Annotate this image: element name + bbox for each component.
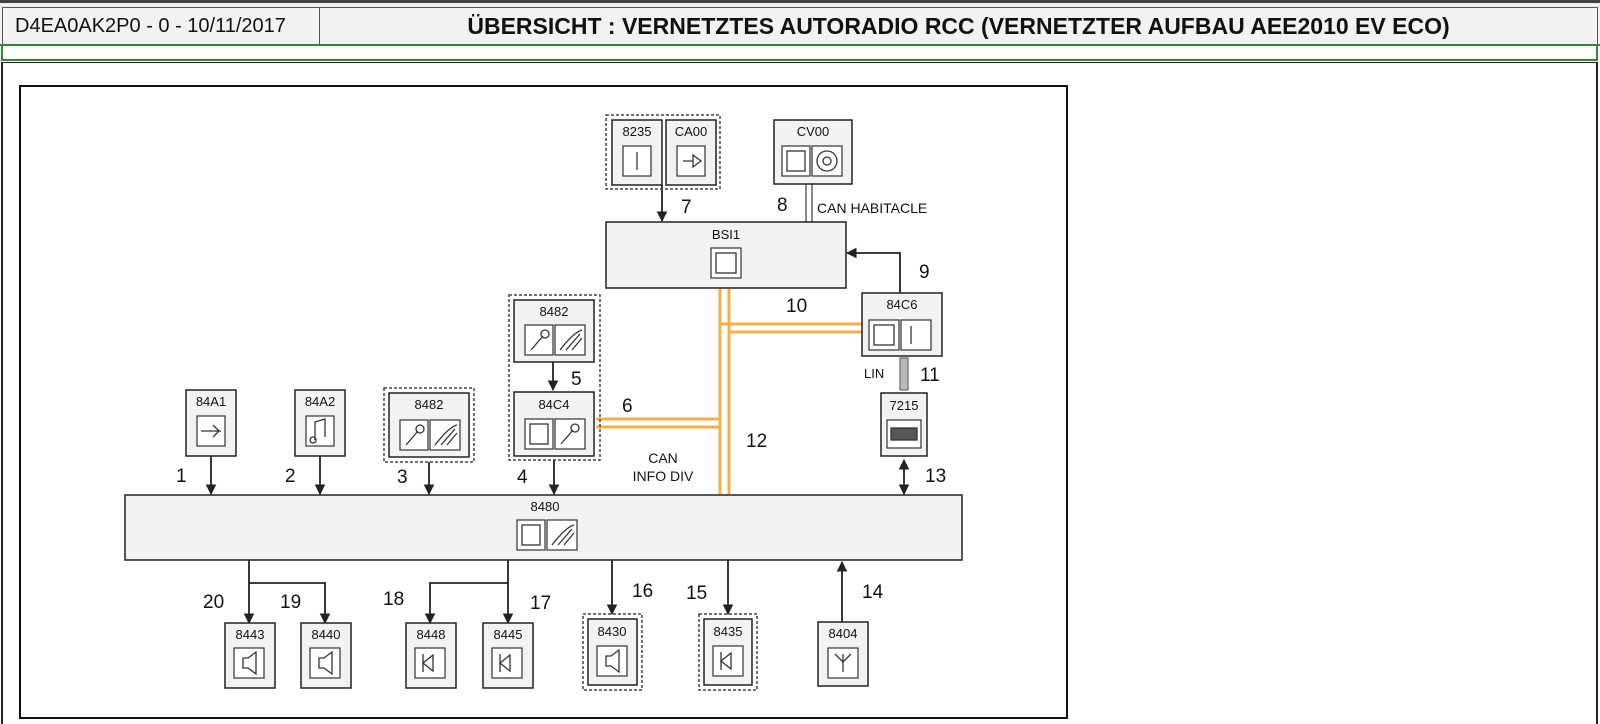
link-number-19: 19 — [280, 592, 301, 613]
link-number-9: 9 — [919, 262, 930, 283]
lin-line — [899, 357, 909, 391]
link-number-11: 11 — [920, 365, 940, 386]
label-84c4: 84C4 — [538, 397, 569, 412]
label-8448: 8448 — [417, 627, 446, 642]
link-19-line — [249, 582, 331, 625]
label-8443: 8443 — [236, 627, 265, 642]
link-number-1: 1 — [176, 466, 187, 487]
link-9-line — [845, 247, 901, 293]
label-8482-b: 8482 — [415, 397, 444, 412]
document-id: D4EA0AK2P0 - 0 - 10/11/2017 — [2, 7, 320, 45]
content-frame — [1, 62, 1598, 724]
can-habitacle-label: CAN HABITACLE — [817, 200, 927, 216]
label-8430: 8430 — [598, 624, 627, 639]
can-bus-lines — [596, 289, 870, 494]
label-8235: 8235 — [623, 124, 652, 139]
label-8435: 8435 — [714, 624, 743, 639]
link-number-13: 13 — [925, 466, 946, 487]
group-5-outline — [508, 294, 601, 461]
link-number-12: 12 — [746, 431, 767, 452]
link-number-20: 20 — [203, 592, 224, 613]
link-number-15: 15 — [686, 583, 707, 604]
switch-icon — [900, 319, 932, 351]
can-info-div-label-1: CAN — [648, 450, 678, 466]
can-habitacle-line — [805, 184, 813, 222]
label-8404: 8404 — [829, 626, 858, 641]
label-84c6: 84C6 — [886, 297, 917, 312]
link-number-5: 5 — [571, 369, 582, 390]
header-divider — [0, 44, 1600, 46]
link-number-3: 3 — [397, 467, 408, 488]
lin-label: LIN — [864, 366, 884, 381]
can-info-div-label-2: INFO DIV — [633, 468, 694, 484]
group-7-outline — [605, 114, 721, 190]
group-16-outline — [582, 613, 643, 691]
link-number-6: 6 — [622, 396, 633, 417]
label-8480: 8480 — [531, 499, 560, 514]
link-number-10: 10 — [786, 296, 807, 317]
link-number-16: 16 — [632, 581, 653, 602]
link-18-line — [424, 582, 508, 625]
link-number-2: 2 — [285, 466, 296, 487]
document-title: ÜBERSICHT : VERNETZTES AUTORADIO RCC (VE… — [320, 7, 1598, 45]
link-number-17: 17 — [530, 593, 551, 614]
label-84a2: 84A2 — [305, 394, 335, 409]
speaker-icon — [309, 647, 341, 679]
label-8445: 8445 — [494, 627, 523, 642]
link-number-18: 18 — [383, 589, 404, 610]
tweeter-icon — [712, 645, 744, 677]
link-number-8: 8 — [777, 195, 788, 216]
speaker-icon — [233, 647, 265, 679]
link-number-14: 14 — [862, 582, 884, 603]
label-8440: 8440 — [312, 627, 341, 642]
tweeter-icon — [491, 647, 523, 679]
label-84a1: 84A1 — [196, 394, 226, 409]
green-frame — [1, 46, 1598, 61]
link-number-4: 4 — [517, 467, 528, 488]
group-15-outline — [698, 613, 758, 691]
label-ca00: CA00 — [675, 124, 708, 139]
document-header: D4EA0AK2P0 - 0 - 10/11/2017 ÜBERSICHT : … — [0, 0, 1600, 46]
label-bsi1: BSI1 — [712, 227, 740, 242]
label-8482-a: 8482 — [540, 304, 569, 319]
tweeter-icon — [414, 647, 446, 679]
label-cv00: CV00 — [797, 124, 830, 139]
label-7215: 7215 — [890, 398, 919, 413]
group-3-outline — [383, 387, 475, 463]
speaker-icon — [596, 645, 628, 677]
link-number-7: 7 — [681, 197, 692, 218]
